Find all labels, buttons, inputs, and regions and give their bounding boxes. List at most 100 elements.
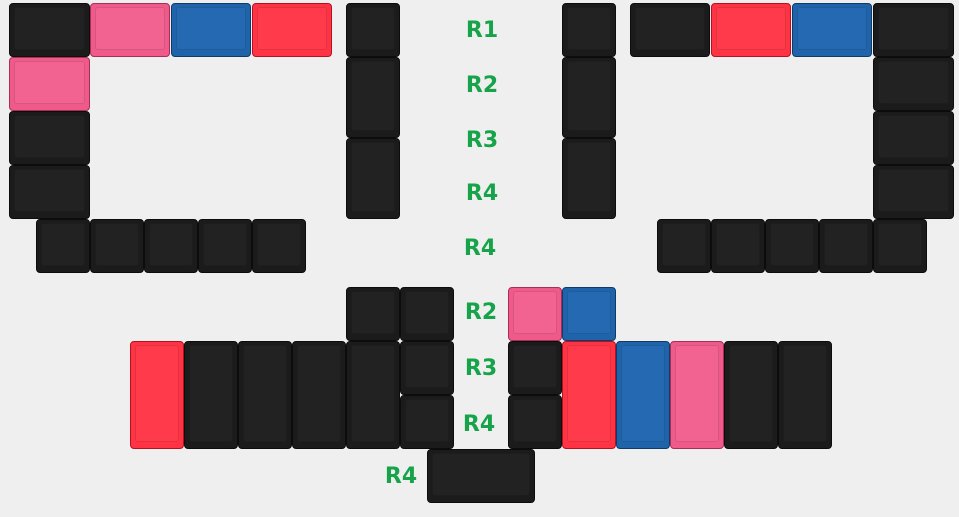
keycap-black	[873, 111, 954, 165]
keycap-top-surface	[351, 291, 395, 334]
keycap-top-surface	[513, 345, 557, 388]
keycap-top-surface	[824, 223, 868, 266]
keycap-pink	[670, 341, 724, 449]
keycap-black	[562, 3, 616, 57]
keycap-top-surface	[621, 345, 665, 442]
keycap-black	[630, 3, 710, 57]
keycap-top-surface	[203, 223, 247, 266]
row-label-r4-bottom-row: R4	[463, 236, 497, 261]
keycap-top-surface	[513, 291, 557, 334]
row-label-r3: R3	[465, 128, 499, 153]
keycap-black	[346, 138, 400, 219]
keycap-top-surface	[567, 291, 611, 334]
keycap-top-surface	[878, 61, 949, 104]
row-label-r1: R1	[465, 18, 499, 43]
keycap-top-surface	[405, 345, 449, 388]
keycap-black	[346, 341, 400, 449]
keycap-top-surface	[351, 142, 395, 212]
keycap-black	[508, 395, 562, 449]
row-label-r4: R4	[465, 181, 499, 206]
keycap-black	[765, 219, 819, 273]
keycap-red	[711, 3, 791, 57]
keycap-top-surface	[95, 223, 139, 266]
keycap-black	[238, 341, 292, 449]
keycap-black	[819, 219, 873, 273]
row-label-thumb-r3: R3	[464, 356, 498, 381]
keycap-blue	[792, 3, 872, 57]
keycap-blue	[171, 3, 251, 57]
keycap-black	[562, 138, 616, 219]
row-label-r2: R2	[465, 73, 499, 98]
keycap-top-surface	[716, 7, 786, 50]
keycap-top-surface	[675, 345, 719, 442]
keycap-top-surface	[567, 7, 611, 50]
keycap-top-surface	[797, 7, 867, 50]
keycap-top-surface	[14, 115, 85, 158]
keycap-black	[873, 3, 954, 57]
keycap-top-surface	[770, 223, 814, 266]
keycap-pink	[9, 57, 90, 111]
keycap-top-surface	[41, 223, 85, 266]
keycap-black	[778, 341, 832, 449]
keycap-black	[36, 219, 90, 273]
keycap-top-surface	[95, 7, 165, 50]
keycap-black	[562, 57, 616, 138]
keycap-top-surface	[351, 7, 395, 50]
keycap-top-surface	[567, 345, 611, 442]
keycap-top-surface	[189, 345, 233, 442]
keycap-top-surface	[513, 399, 557, 442]
keycap-black	[873, 57, 954, 111]
keycap-black	[346, 287, 400, 341]
keycap-red	[252, 3, 332, 57]
keycap-black	[184, 341, 238, 449]
keycap-black	[657, 219, 711, 273]
keycap-top-surface	[405, 399, 449, 442]
keycap-top-surface	[14, 169, 85, 212]
keycap-blue	[616, 341, 670, 449]
row-label-thumb-r4: R4	[462, 412, 496, 437]
keycap-top-surface	[662, 223, 706, 266]
keycap-top-surface	[878, 169, 949, 212]
row-label-thumb-r2: R2	[464, 300, 498, 325]
keycap-black	[9, 3, 90, 57]
keycap-top-surface	[257, 7, 327, 50]
keycap-black	[400, 341, 454, 395]
keycap-top-surface	[567, 142, 611, 212]
keycap-top-surface	[783, 345, 827, 442]
keycap-black	[292, 341, 346, 449]
keycap-black	[90, 219, 144, 273]
keycap-top-surface	[351, 61, 395, 131]
keycap-black	[9, 111, 90, 165]
keycap-top-surface	[635, 7, 705, 50]
keycap-top-surface	[432, 453, 530, 496]
keycap-black	[144, 219, 198, 273]
keycap-top-surface	[878, 115, 949, 158]
keycap-top-surface	[405, 291, 449, 334]
keycap-black	[346, 3, 400, 57]
keycap-black	[400, 287, 454, 341]
keycap-black	[198, 219, 252, 273]
keycap-black	[252, 219, 306, 273]
keycap-black	[873, 219, 927, 273]
keycap-top-surface	[567, 61, 611, 131]
keycap-black	[873, 165, 954, 219]
keycap-black	[9, 165, 90, 219]
keycap-top-surface	[135, 345, 179, 442]
keycap-black	[724, 341, 778, 449]
keycap-top-surface	[351, 345, 395, 442]
keycap-pink	[508, 287, 562, 341]
keycap-black	[400, 395, 454, 449]
keycap-top-surface	[149, 223, 193, 266]
keycap-top-surface	[14, 7, 85, 50]
keycap-top-surface	[243, 345, 287, 442]
row-label-spacebar-r4: R4	[384, 464, 418, 489]
keycap-top-surface	[14, 61, 85, 104]
keycap-black	[427, 449, 535, 503]
keycap-top-surface	[878, 7, 949, 50]
keycap-black	[711, 219, 765, 273]
keycap-black	[346, 57, 400, 138]
keycap-black	[508, 341, 562, 395]
keycap-top-surface	[729, 345, 773, 442]
keycap-top-surface	[878, 223, 922, 266]
keycap-pink	[90, 3, 170, 57]
